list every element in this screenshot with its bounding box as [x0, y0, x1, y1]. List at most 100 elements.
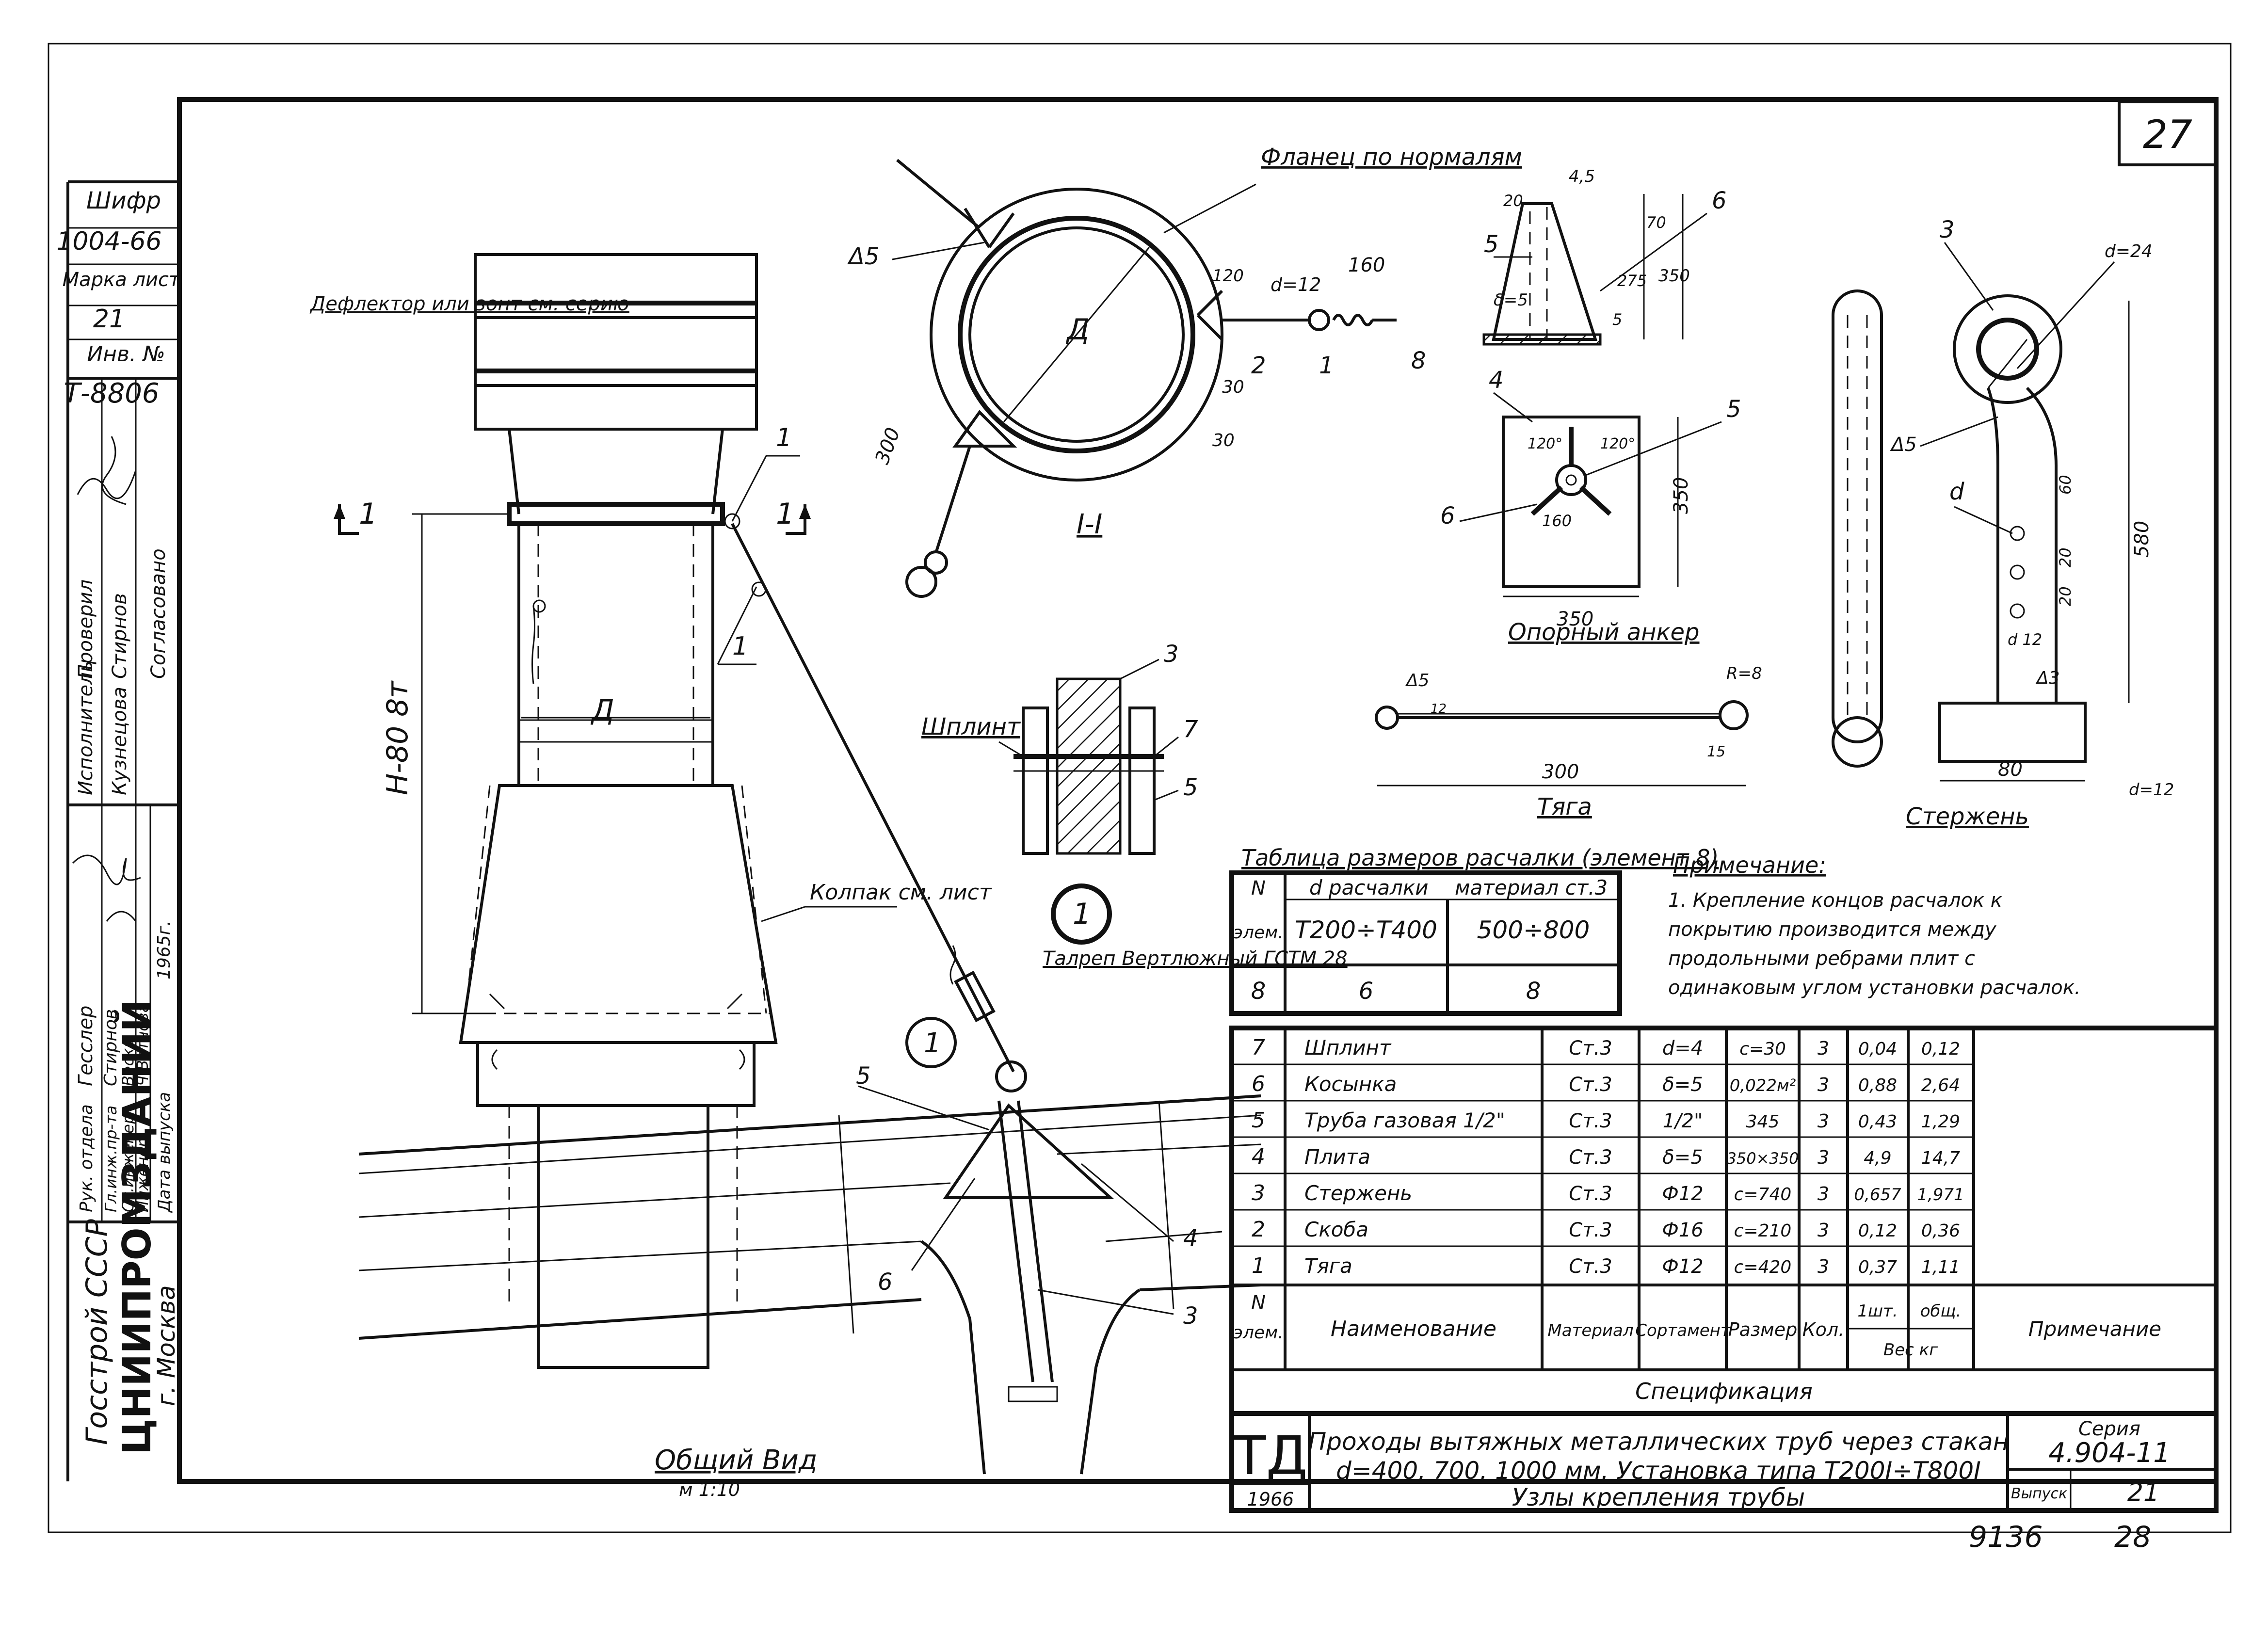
stamp-role-5: Ст.инженер: [119, 1114, 137, 1212]
pos-2-section: 2: [1251, 352, 1266, 379]
stamp-name-1: Стирнов: [109, 593, 131, 679]
bar-d12b: d=12: [2129, 780, 2174, 800]
stamp-name-3: Стирнов: [101, 1009, 121, 1086]
stamp-role-0: Исполнитель: [75, 661, 97, 795]
guy-table: Таблица размеров расчалки (элемент 8) N …: [1229, 845, 1719, 1016]
dim-300: 300: [871, 425, 904, 467]
deflector-label: Дефлектор или зонт см. серию: [309, 293, 629, 315]
anchor-dim-5: 5: [1612, 310, 1622, 329]
stamp-role-4: Гл.инж.пр-та: [102, 1106, 120, 1212]
spec-cell-unit: 0,37: [1858, 1257, 1897, 1277]
clamp-ring: [507, 502, 725, 526]
spec-h-unit: 1шт.: [1857, 1301, 1898, 1321]
bar-weld-3: Δ3: [2035, 668, 2060, 688]
spec-row: 1 Тяга Ст.3 Ф12 c=420 3 0,37 1,11: [1252, 1253, 1960, 1278]
note-line-3: одинаковым углом установки расчалок.: [1668, 977, 2081, 999]
section-diameter: Д: [1065, 313, 1090, 347]
left-stamp: Шифр 1004-66 Марка лист 21 Инв. № Т-8806…: [56, 180, 181, 1481]
spec-cell-total: 1,971: [1917, 1185, 1964, 1204]
section-title: I-I: [1077, 509, 1102, 540]
stamp-release: Дата выпуска: [155, 1092, 174, 1213]
cotter-label: Шплинт: [921, 713, 1021, 740]
node-pos-3: 3: [1164, 641, 1179, 668]
spec-table: 7 Шплинт Ст.3 d=4 c=30 3 0,04 0,12 6 Кос…: [1229, 1026, 2219, 1416]
spec-cell-n: 7: [1252, 1035, 1265, 1060]
signature-2: [72, 854, 141, 922]
spec-row: 7 Шплинт Ст.3 d=4 c=30 3 0,04 0,12: [1252, 1035, 1960, 1060]
page-number-box: 27: [2118, 100, 2218, 166]
bar-d12: d 12: [2008, 630, 2042, 649]
spec-cell-qty: 3: [1818, 1256, 1829, 1277]
guy-row-d2: 8: [1526, 978, 1541, 1005]
outer-border: [48, 43, 2232, 1533]
section-mark-left: 1: [359, 497, 377, 531]
stamp-name-0: Кузнецова: [109, 687, 131, 795]
spec-cell-n: 1: [1252, 1253, 1265, 1278]
pos-1-section: 1: [1319, 352, 1334, 379]
spec-cell-mat: Ст.3: [1569, 1074, 1612, 1096]
guy-table-title: Таблица размеров расчалки (элемент 8): [1241, 845, 1719, 871]
title-line-2: d=400, 700, 1000 мм. Установка типа Т200…: [1336, 1457, 1981, 1485]
pos-3-main: 3: [1183, 1302, 1198, 1330]
stamp-role-2: Гесслер: [75, 1006, 97, 1086]
guy-range-2: 500÷800: [1477, 916, 1590, 944]
guy-h-n: N: [1251, 877, 1266, 899]
spec-cell-unit: 0,04: [1858, 1039, 1897, 1059]
spec-cell-total: 14,7: [1921, 1148, 1960, 1168]
guy-wire: [731, 523, 1015, 1073]
spec-cell-name: Тяга: [1304, 1254, 1352, 1278]
pos-1-top: 1: [776, 423, 792, 452]
spec-cell-unit: 0,43: [1858, 1112, 1897, 1132]
bar-weld-5: Δ5: [1890, 434, 1917, 456]
anchor-dim-45: 4,5: [1569, 167, 1595, 186]
marka-label: Марка лист: [63, 269, 181, 291]
title-logo: ТД: [1233, 1425, 1307, 1487]
stamp-role-3: Рук. отдела: [77, 1104, 97, 1212]
stamp-name-2: Согласовано: [147, 548, 170, 679]
rod-detail: Δ5 R=8 12 15 300 Тяга: [1375, 664, 1762, 820]
rod-weld: Δ5: [1405, 671, 1430, 691]
spec-cell-total: 0,12: [1921, 1039, 1960, 1059]
frame-border: [177, 97, 2219, 1484]
pipe-sleeve: [537, 1104, 709, 1369]
spec-cell-sort: Ф12: [1662, 1183, 1703, 1205]
pos-6-main: 6: [878, 1269, 893, 1296]
anchor-pos-5: 5: [1484, 231, 1499, 258]
anchor-angle-a: 120°: [1528, 435, 1562, 452]
rod-dim-300: 300: [1542, 761, 1579, 783]
weld-label: Δ5: [847, 243, 879, 270]
node-number: 1: [1073, 897, 1091, 931]
spec-h-total: общ.: [1920, 1301, 1962, 1321]
spec-cell-sort: δ=5: [1662, 1074, 1703, 1096]
anchor-d5: δ=5: [1494, 290, 1528, 310]
dim-120: 120: [1212, 266, 1244, 286]
anchor-pos-5b: 5: [1726, 396, 1741, 423]
title-line-1: Проходы вытяжных металлических труб чере…: [1308, 1428, 2009, 1456]
spec-cell-sort: δ=5: [1662, 1146, 1703, 1169]
spec-h-qty: Кол.: [1802, 1319, 1845, 1340]
org-ministry: Госстрой СССР: [80, 1219, 114, 1445]
spec-cell-qty: 3: [1818, 1074, 1829, 1095]
guy-row-n: 8: [1251, 978, 1266, 1005]
title-block: ТД 1966 Проходы вытяжных металлических т…: [1229, 1411, 2219, 1513]
rod-dim-15: 15: [1707, 743, 1725, 760]
spec-row: 5 Труба газовая 1/2" Ст.3 1/2" 345 3 0,4…: [1252, 1108, 1960, 1133]
view-title: Общий Вид: [655, 1445, 817, 1476]
title-line-3: Узлы крепления трубы: [1512, 1483, 1805, 1511]
spec-cell-qty: 3: [1818, 1220, 1829, 1241]
pos-5-main: 5: [856, 1062, 871, 1090]
sheet-value: 21: [2127, 1478, 2159, 1507]
spec-cell-size: c=740: [1734, 1185, 1792, 1204]
dim-30a: 30: [1222, 377, 1244, 397]
bar-dim-60: 60: [2056, 475, 2075, 495]
spec-cell-size: 345: [1746, 1112, 1780, 1132]
spec-cell-n: 3: [1252, 1181, 1265, 1205]
section-i-i: Д Фланец по нормалям Δ5 120 160 d=12 30 …: [847, 144, 1522, 598]
spec-cell-sort: d=4: [1662, 1037, 1703, 1060]
bar-dim-580: 580: [2131, 521, 2153, 558]
spec-cell-total: 1,29: [1921, 1112, 1960, 1132]
spec-cell-size: 350×350: [1727, 1149, 1799, 1168]
spec-cell-unit: 0,12: [1858, 1221, 1897, 1241]
spec-cell-qty: 3: [1818, 1038, 1829, 1059]
note-line-2: продольными ребрами плит с: [1668, 947, 1975, 970]
